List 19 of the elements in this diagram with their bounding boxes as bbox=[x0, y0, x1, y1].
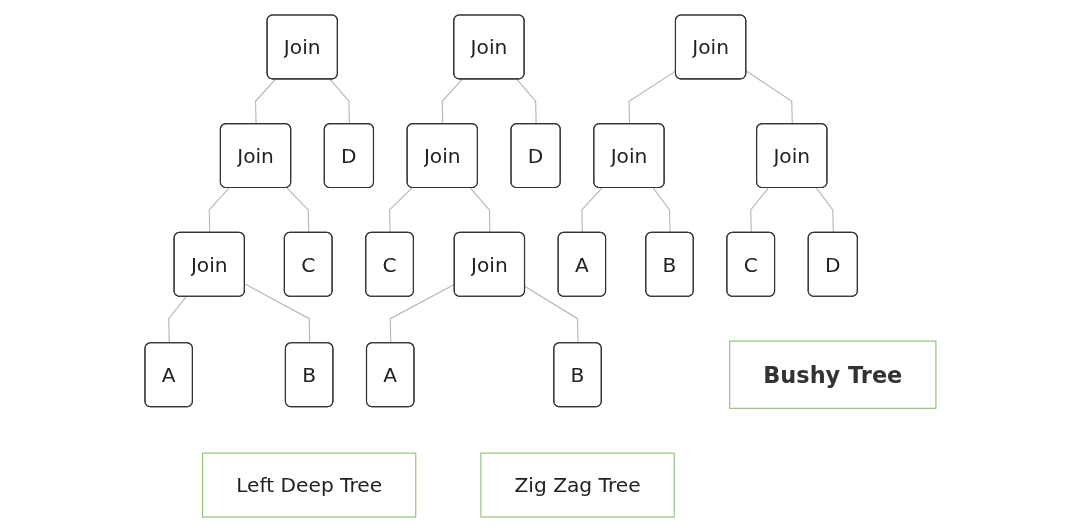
connector bbox=[745, 69, 793, 125]
node-box: Bushy Tree bbox=[728, 340, 937, 409]
node-box: Left Deep Tree bbox=[201, 452, 416, 518]
connector bbox=[524, 285, 579, 344]
connector bbox=[254, 78, 276, 125]
connector bbox=[208, 187, 229, 233]
connector bbox=[815, 187, 834, 233]
connector bbox=[580, 187, 602, 233]
connector bbox=[469, 187, 491, 233]
connector bbox=[652, 187, 671, 233]
connector bbox=[749, 187, 769, 233]
connector bbox=[329, 78, 350, 125]
connector bbox=[388, 186, 413, 233]
connector bbox=[515, 78, 537, 125]
node-box: Zig Zag Tree bbox=[479, 452, 675, 518]
connector bbox=[167, 295, 187, 344]
connector bbox=[285, 186, 309, 233]
connector bbox=[441, 78, 463, 125]
connector bbox=[243, 282, 310, 344]
